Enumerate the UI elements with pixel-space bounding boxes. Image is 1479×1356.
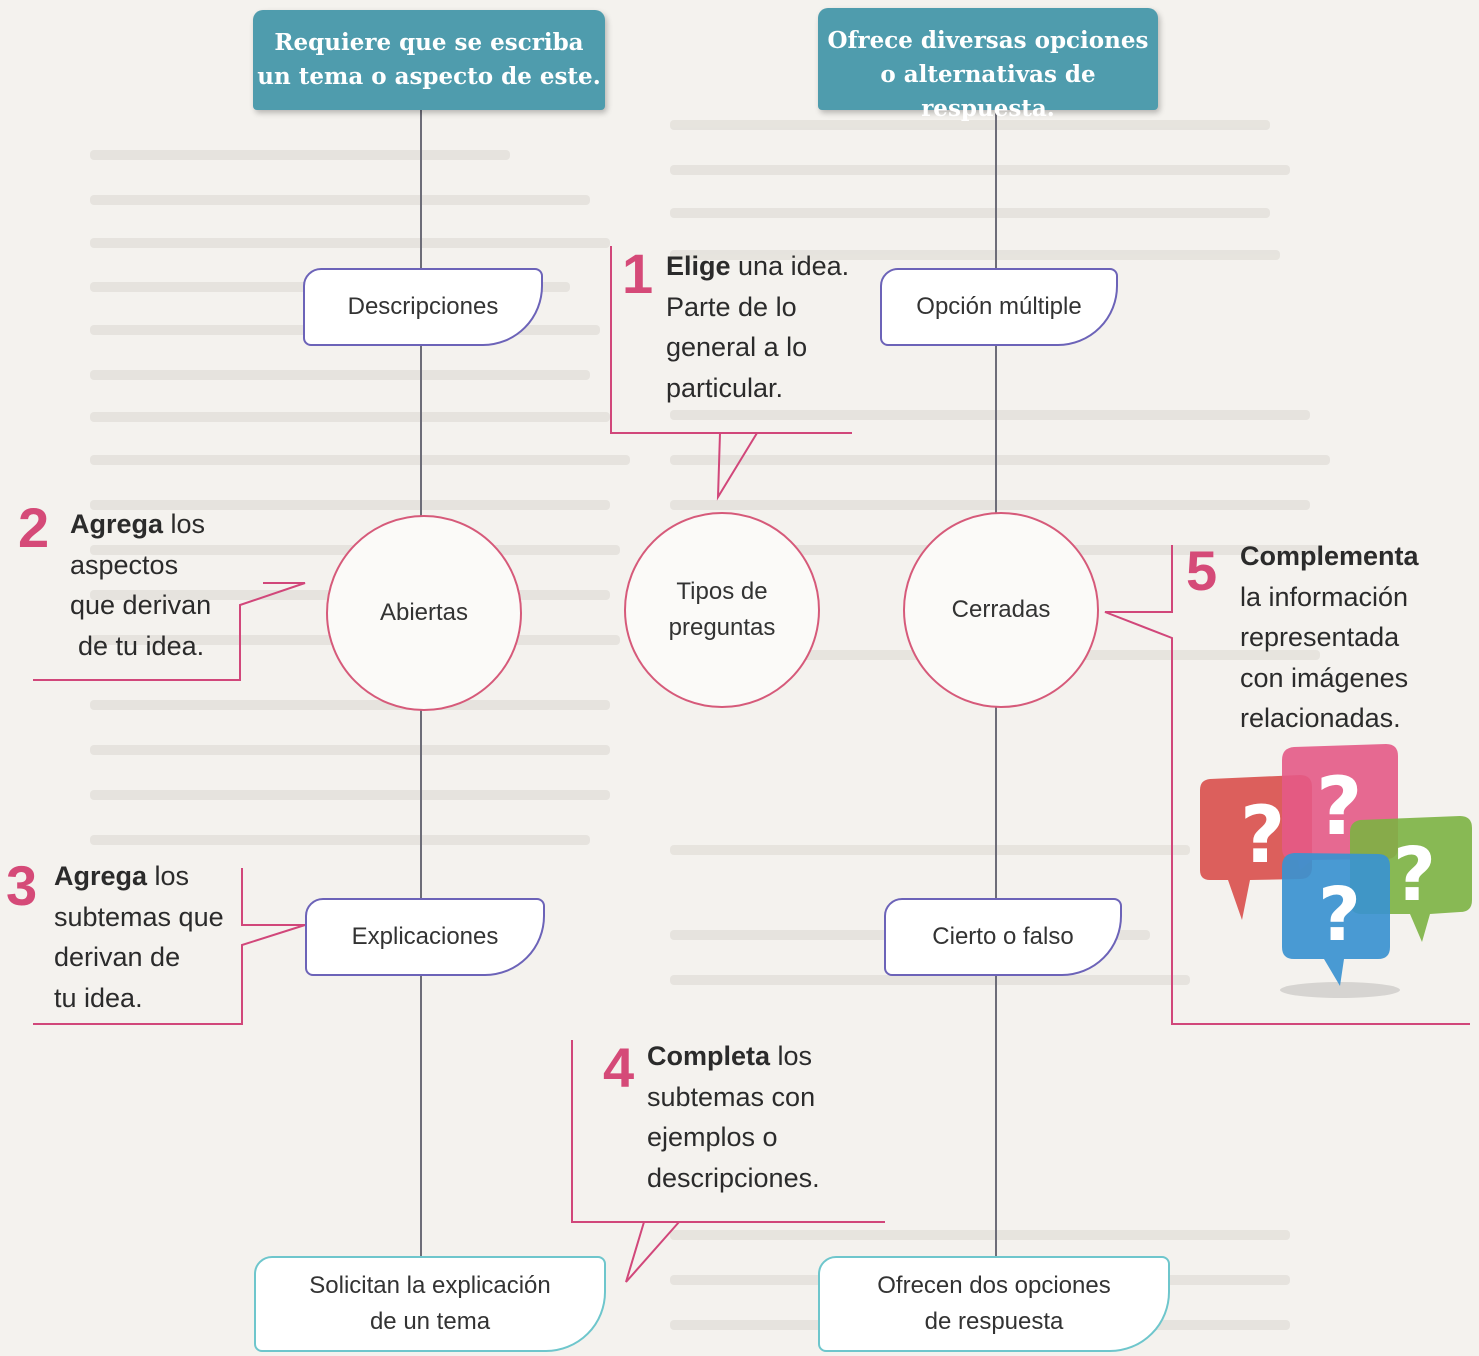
step-5-text: Complementa la información representada …: [1240, 536, 1419, 739]
step-1-verb: Elige: [666, 251, 731, 281]
multiple-choice-tag: Opción múltiple: [880, 268, 1118, 346]
step-1-number: 1: [622, 242, 654, 305]
descriptions-tag: Descripciones: [303, 268, 543, 346]
banner-line: Ofrece diversas opciones: [827, 27, 1149, 54]
banner-line: Requiere que se escriba: [274, 29, 584, 56]
tag-label: Explicaciones: [351, 923, 499, 950]
step-3-line: los: [147, 861, 190, 891]
tag-label: Cierto o falso: [932, 923, 1074, 950]
step-4-line: descripciones.: [647, 1162, 820, 1193]
node-label: Abiertas: [379, 599, 469, 626]
two-options-tag: Ofrecen dos opciones de respuesta: [818, 1256, 1170, 1352]
step-4-number: 4: [603, 1036, 635, 1099]
question-bubbles-icon: ? ? ? ?: [1200, 744, 1472, 998]
svg-text:?: ?: [1318, 872, 1361, 958]
step-4-text: Completa los subtemas con ejemplos o des…: [647, 1036, 820, 1198]
step-5-line: la información: [1240, 581, 1409, 612]
step-3-line: tu idea.: [54, 982, 143, 1013]
svg-text:?: ?: [1240, 791, 1285, 881]
step-4-line: subtemas con: [647, 1081, 816, 1112]
step-3-text: Agrega los subtemas que derivan de tu id…: [54, 856, 224, 1018]
node-line: preguntas: [668, 614, 776, 641]
tag-label: Descripciones: [347, 293, 499, 320]
svg-text:?: ?: [1393, 832, 1436, 918]
tag-line: de respuesta: [924, 1308, 1064, 1335]
question-types-node: Tipos de preguntas: [624, 512, 820, 708]
step-5-line: representada: [1240, 622, 1400, 652]
step-5-verb: Complementa: [1240, 541, 1419, 571]
open-questions-banner: Requiere que se escriba un tema o aspect…: [253, 10, 605, 110]
step-1-text: Elige una idea. Parte de lo general a lo…: [666, 246, 849, 408]
step-1-line: Parte de lo: [666, 291, 797, 322]
node-label: Cerradas: [951, 596, 1051, 623]
step-2-text: Agrega los aspectos que derivan de tu id…: [70, 504, 211, 666]
closed-questions-banner: Ofrece diversas opciones o alternativas …: [818, 8, 1158, 122]
step-1-line: particular.: [666, 372, 784, 403]
step-2-line: los: [163, 509, 206, 539]
step-3-line: derivan de: [54, 942, 181, 972]
tag-line: de un tema: [369, 1308, 491, 1335]
step-3-number: 3: [6, 854, 38, 917]
step-3-verb: Agrega: [54, 861, 148, 891]
banner-line: o alternativas de respuesta.: [880, 61, 1096, 122]
step-5-number: 5: [1186, 539, 1218, 602]
svg-text:?: ?: [1316, 760, 1362, 853]
step-1-line: una idea.: [730, 251, 850, 281]
banner-line: un tema o aspecto de este.: [257, 63, 601, 90]
tag-line: Ofrecen dos opciones: [877, 1272, 1111, 1299]
step-5-line: con imágenes: [1240, 662, 1409, 693]
step-2-verb: Agrega: [70, 509, 164, 539]
open-questions-node: Abiertas: [326, 515, 522, 711]
step-2-line: de tu idea.: [78, 630, 205, 661]
closed-questions-node: Cerradas: [903, 512, 1099, 708]
step-5-line: relacionadas.: [1240, 703, 1401, 733]
node-line: Tipos de: [676, 578, 768, 605]
step-4-line: ejemplos o: [647, 1122, 778, 1152]
open-explanation-tag: Solicitan la explicación de un tema: [254, 1256, 606, 1352]
step-1-line: general a lo: [666, 332, 808, 362]
true-false-tag: Cierto o falso: [884, 898, 1122, 976]
step-4-verb: Completa: [647, 1041, 771, 1071]
step-2-line: que derivan: [70, 590, 212, 620]
step-4-line: los: [770, 1041, 813, 1071]
explanations-tag: Explicaciones: [305, 898, 545, 976]
step-3-line: subtemas que: [54, 901, 224, 932]
tag-line: Solicitan la explicación: [309, 1272, 551, 1299]
tag-label: Opción múltiple: [916, 293, 1082, 320]
step-2-line: aspectos: [70, 549, 179, 580]
step-2-number: 2: [18, 496, 50, 559]
